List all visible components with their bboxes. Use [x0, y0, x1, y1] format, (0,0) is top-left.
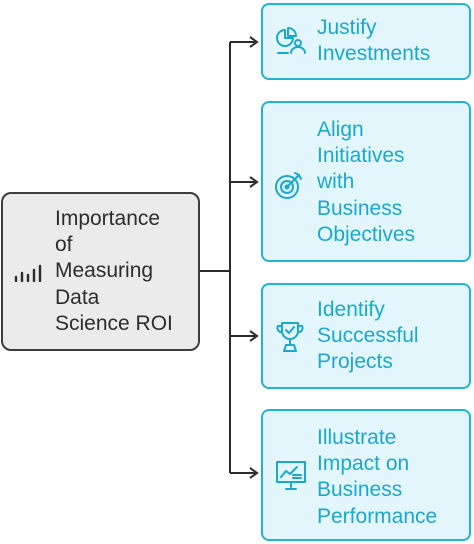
center-node [1, 192, 200, 351]
node-align-initiatives-label: Align Initiatives with Business Objectiv… [317, 118, 416, 246]
pie-chart-person-icon [274, 26, 308, 61]
node-justify-investments [261, 3, 471, 80]
bar-chart-icon [13, 260, 47, 289]
node-identify-projects-label: Identify Successful Projects [317, 298, 419, 374]
target-arrow-icon [274, 170, 304, 205]
node-justify-investments-label: Justify Investments [317, 16, 431, 66]
center-node-label: Importance of Measuring Data Science ROI [55, 207, 173, 335]
presentation-chart-icon [275, 458, 309, 497]
trophy-icon [275, 320, 305, 359]
node-illustrate-impact-label: Illustrate Impact on Business Performanc… [317, 426, 438, 528]
